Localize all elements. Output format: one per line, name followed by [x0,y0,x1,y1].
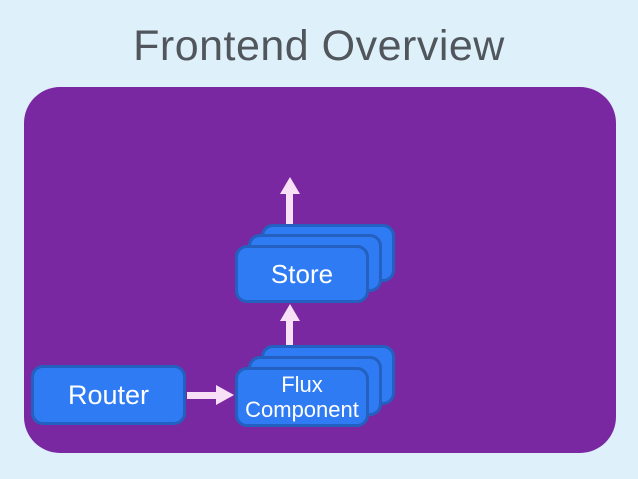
router-to-flux-arrow-shaft [187,392,218,399]
store-node-label: Store [270,258,334,289]
flux-component-node-label: Flux Component [245,372,359,422]
flux-to-store-arrow-shaft [286,320,293,348]
flux-component-label-line-1: Flux [281,372,323,397]
store-output-arrow-shaft [286,193,293,227]
router-node-label: Router [67,379,150,410]
router-node: Router [31,365,186,425]
flux-to-store-arrowhead-icon [280,304,300,321]
store-output-arrowhead-icon [280,177,300,194]
store-node: Store [235,245,369,303]
flux-component-label-line-2: Component [245,397,359,422]
router-to-flux-arrowhead-icon [216,385,234,405]
slide-title: Frontend Overview [133,22,505,70]
flux-component-node: Flux Component [235,367,369,427]
